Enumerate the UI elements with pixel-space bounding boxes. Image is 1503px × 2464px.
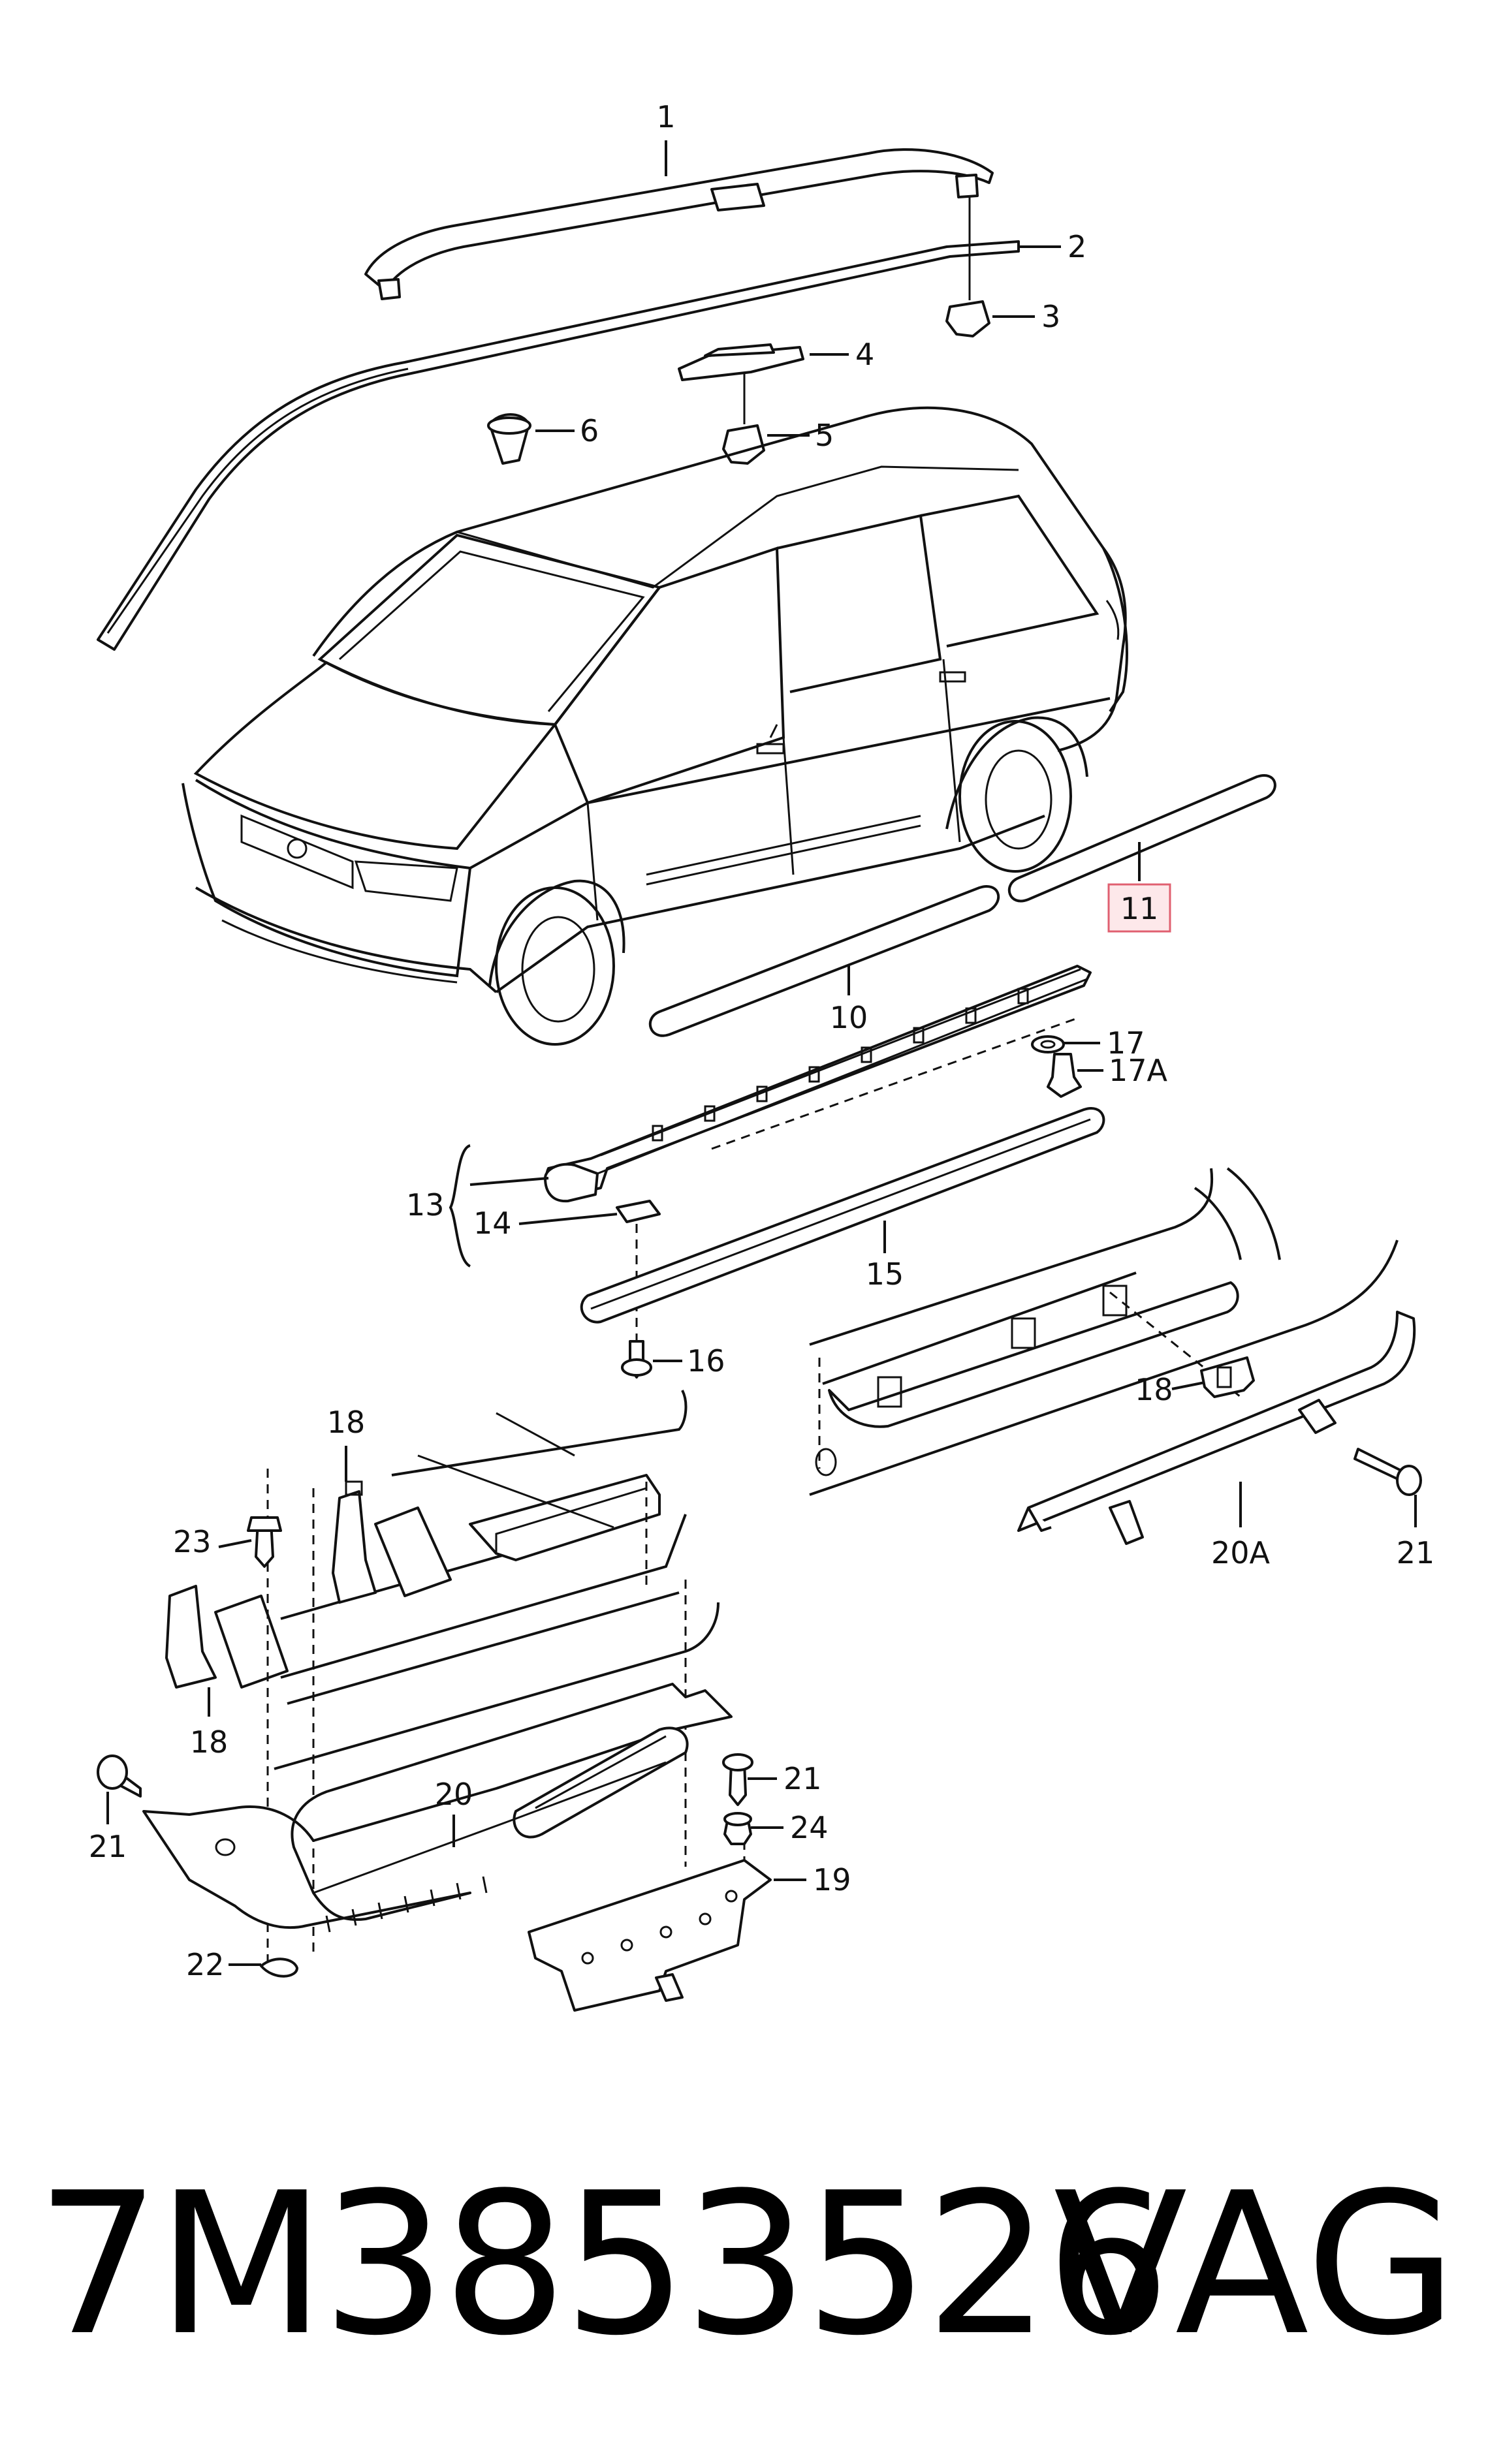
clip-14-part — [616, 1200, 661, 1345]
callout-13: 13 — [406, 1187, 445, 1223]
screw-21-mid-part — [722, 1753, 753, 1806]
callout-24: 24 — [790, 1810, 829, 1845]
callout-3: 3 — [1041, 299, 1060, 334]
clip-17a-part — [1047, 1053, 1082, 1098]
callout-11-highlight — [1107, 883, 1171, 933]
callout-21-left: 21 — [89, 1829, 127, 1864]
callout-18-right: 18 — [1135, 1372, 1173, 1407]
callout-20: 20 — [435, 1777, 473, 1812]
nut-24-part — [723, 1812, 752, 1845]
bracket-18-right-part — [1200, 1356, 1255, 1398]
screw-21-right-part — [1353, 1448, 1422, 1496]
side-molding-10-part — [648, 885, 1000, 1037]
footer: 7M3853526 VAG — [0, 2147, 1503, 2382]
callout-21-right: 21 — [1397, 1535, 1435, 1570]
callout-14: 14 — [473, 1206, 512, 1241]
callout-23: 23 — [173, 1524, 212, 1559]
part-number: 7M3853526 — [36, 2151, 1171, 2378]
callout-17: 17 — [1107, 1025, 1145, 1061]
callout-11: 11 — [1120, 891, 1159, 926]
nut-5-part — [722, 424, 765, 465]
trim-clips — [652, 988, 1029, 1142]
side-molding-11-part — [1007, 774, 1276, 903]
callout-21-mid: 21 — [783, 1761, 822, 1796]
callout-19: 19 — [813, 1862, 851, 1897]
brand-label: VAG — [1053, 2151, 1457, 2378]
callout-1: 1 — [656, 99, 675, 134]
plug-22-part — [260, 1957, 298, 1978]
callout-22: 22 — [186, 1947, 225, 1982]
leader-lines — [106, 140, 1417, 1966]
screw-16-part — [621, 1340, 652, 1379]
rocker-panel-assembly — [809, 1167, 1399, 1496]
callout-5: 5 — [815, 418, 834, 453]
callout-10: 10 — [830, 1000, 868, 1035]
bracket-part — [678, 343, 804, 424]
screw-23-part — [247, 1516, 282, 1568]
roof-rail-part — [364, 148, 994, 300]
vehicle-body — [182, 406, 1128, 1046]
grommet-part — [487, 413, 531, 465]
callout-17a: 17A — [1109, 1053, 1168, 1088]
washer-17-part — [1031, 1035, 1065, 1053]
callout-6: 6 — [580, 413, 599, 448]
sill-strip-15-part — [580, 1017, 1105, 1324]
step-strip-20a-part — [1017, 1311, 1416, 1545]
callout-18-left-top: 18 — [327, 1405, 366, 1440]
sill-trim-13-part — [544, 965, 1092, 1203]
callout-2: 2 — [1068, 229, 1086, 264]
callout-16: 16 — [687, 1343, 725, 1379]
callout-4: 4 — [855, 337, 874, 372]
nut-part — [945, 196, 990, 337]
screw-21-left-part — [97, 1754, 142, 1798]
callout-labels: 1 2 3 4 5 6 10 11 13 14 15 16 17 17A 18 … — [89, 99, 1435, 1982]
callout-18-left-bottom: 18 — [190, 1724, 229, 1760]
callout-15: 15 — [866, 1256, 904, 1292]
lower-left-assembly — [142, 1390, 772, 2012]
roof-strip-part — [97, 240, 1020, 651]
callout-20a: 20A — [1211, 1535, 1271, 1570]
